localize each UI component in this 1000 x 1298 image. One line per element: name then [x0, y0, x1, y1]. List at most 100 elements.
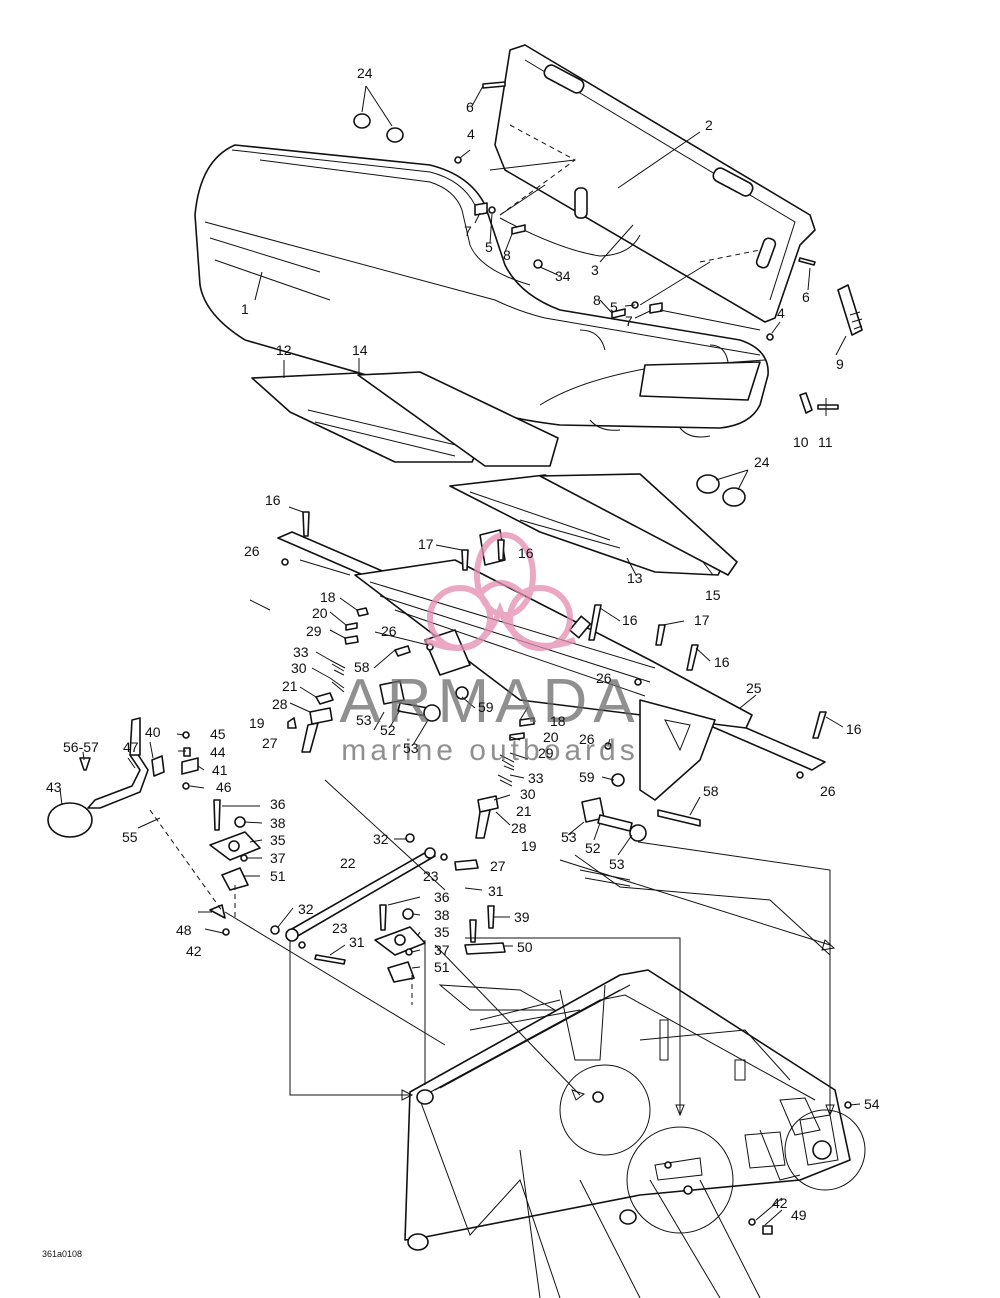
mounts: [209, 799, 426, 1005]
shock-stack-right: [454, 717, 701, 887]
armada-watermark: ARMADA marine outboards: [339, 532, 640, 767]
callout-48: 48: [176, 922, 192, 938]
callout-53: 53: [561, 829, 577, 845]
callout-32: 32: [298, 901, 314, 917]
callout-35: 35: [270, 832, 286, 848]
callout-38: 38: [270, 815, 286, 831]
callout-58: 58: [703, 783, 719, 799]
callout-11: 11: [818, 434, 833, 450]
callout-4: 4: [777, 305, 785, 321]
callout-36: 36: [270, 796, 286, 812]
callout-2: 2: [705, 117, 713, 133]
detail-circles: [559, 1064, 866, 1235]
callout-40: 40: [145, 724, 161, 740]
callout-labels: 1 2 3 4 4 5 5 6 6 7 7 8 8 9 10 11 12 13 …: [42, 65, 880, 1259]
bumpers: [353, 85, 749, 507]
shift-linkage: [47, 717, 446, 1046]
callout-28: 28: [511, 820, 527, 836]
callout-31: 31: [488, 883, 504, 899]
callout-42: 42: [772, 1195, 788, 1211]
handle: [837, 284, 863, 336]
callout-7: 7: [464, 223, 472, 239]
callout-16: 16: [714, 654, 730, 670]
callout-44: 44: [210, 744, 226, 760]
callout-53: 53: [609, 856, 625, 872]
callout-23: 23: [332, 920, 348, 936]
callout-37: 37: [434, 942, 450, 958]
callout-17: 17: [418, 536, 434, 552]
callout-29: 29: [306, 623, 322, 639]
callout-45: 45: [210, 726, 226, 742]
callout-5: 5: [485, 239, 493, 255]
callout-54: 54: [864, 1096, 880, 1112]
callout-26: 26: [244, 543, 260, 559]
callout-6: 6: [802, 289, 810, 305]
callout-47: 47: [123, 739, 139, 755]
watermark-tagline: marine outboards: [341, 734, 638, 767]
callout-8: 8: [503, 247, 511, 263]
callout-23: 23: [423, 868, 439, 884]
callout-51: 51: [434, 959, 450, 975]
callout-38: 38: [434, 907, 450, 923]
callout-22: 22: [340, 855, 356, 871]
callout-26: 26: [820, 783, 836, 799]
callout-25: 25: [746, 680, 762, 696]
callout-55: 55: [122, 829, 138, 845]
shock-stack-left: [287, 607, 469, 753]
callout-16: 16: [265, 492, 281, 508]
callout-59: 59: [478, 699, 494, 715]
callout-36: 36: [434, 889, 450, 905]
callout-10: 10: [793, 434, 809, 450]
callout-50: 50: [517, 939, 533, 955]
callout-26: 26: [596, 670, 612, 686]
callout-21: 21: [516, 803, 532, 819]
assembly-leaders: [249, 559, 836, 1117]
callout-41: 41: [212, 762, 228, 778]
callout-30: 30: [291, 660, 307, 676]
callout-9: 9: [836, 356, 844, 372]
callout-43: 43: [46, 779, 62, 795]
callout-16: 16: [518, 545, 534, 561]
callout-27: 27: [490, 858, 506, 874]
callout-31: 31: [349, 934, 365, 950]
bolts: [281, 511, 827, 779]
callout-59: 59: [579, 769, 595, 785]
callout-42: 42: [186, 943, 202, 959]
tailgate: [494, 44, 816, 323]
callout-8: 8: [593, 292, 601, 308]
callout-19: 19: [249, 715, 265, 731]
callout-19: 19: [521, 838, 537, 854]
callout-12: 12: [276, 342, 292, 358]
callout-3: 3: [591, 262, 599, 278]
cargo-box: [194, 144, 769, 438]
callout-1: 1: [241, 301, 249, 317]
rod-assembly: [270, 833, 506, 965]
callout-53: 53: [356, 712, 372, 728]
callout-17: 17: [694, 612, 710, 628]
callout-18: 18: [550, 713, 566, 729]
callout-26: 26: [579, 731, 595, 747]
callout-14: 14: [352, 342, 368, 358]
callout-26: 26: [381, 623, 397, 639]
callout-27: 27: [262, 735, 278, 751]
callout-16: 16: [846, 721, 862, 737]
mats: [251, 371, 738, 576]
callout-21: 21: [282, 678, 298, 694]
callout-15: 15: [705, 587, 721, 603]
armada-logo-mark: [423, 532, 577, 651]
callout-24: 24: [357, 65, 373, 81]
callout-33: 33: [528, 770, 544, 786]
callout-52: 52: [585, 840, 601, 856]
callout-37: 37: [270, 850, 286, 866]
callout-16: 16: [622, 612, 638, 628]
callout-20: 20: [312, 605, 328, 621]
callout-49: 49: [791, 1207, 807, 1223]
callout-4: 4: [467, 126, 475, 142]
watermark-brand: ARMADA: [339, 667, 640, 736]
callout-7: 7: [625, 313, 633, 329]
latch-parts: [799, 392, 839, 416]
callout-18: 18: [320, 589, 336, 605]
callout-30: 30: [520, 786, 536, 802]
callout-35: 35: [434, 924, 450, 940]
callout-13: 13: [627, 570, 643, 586]
